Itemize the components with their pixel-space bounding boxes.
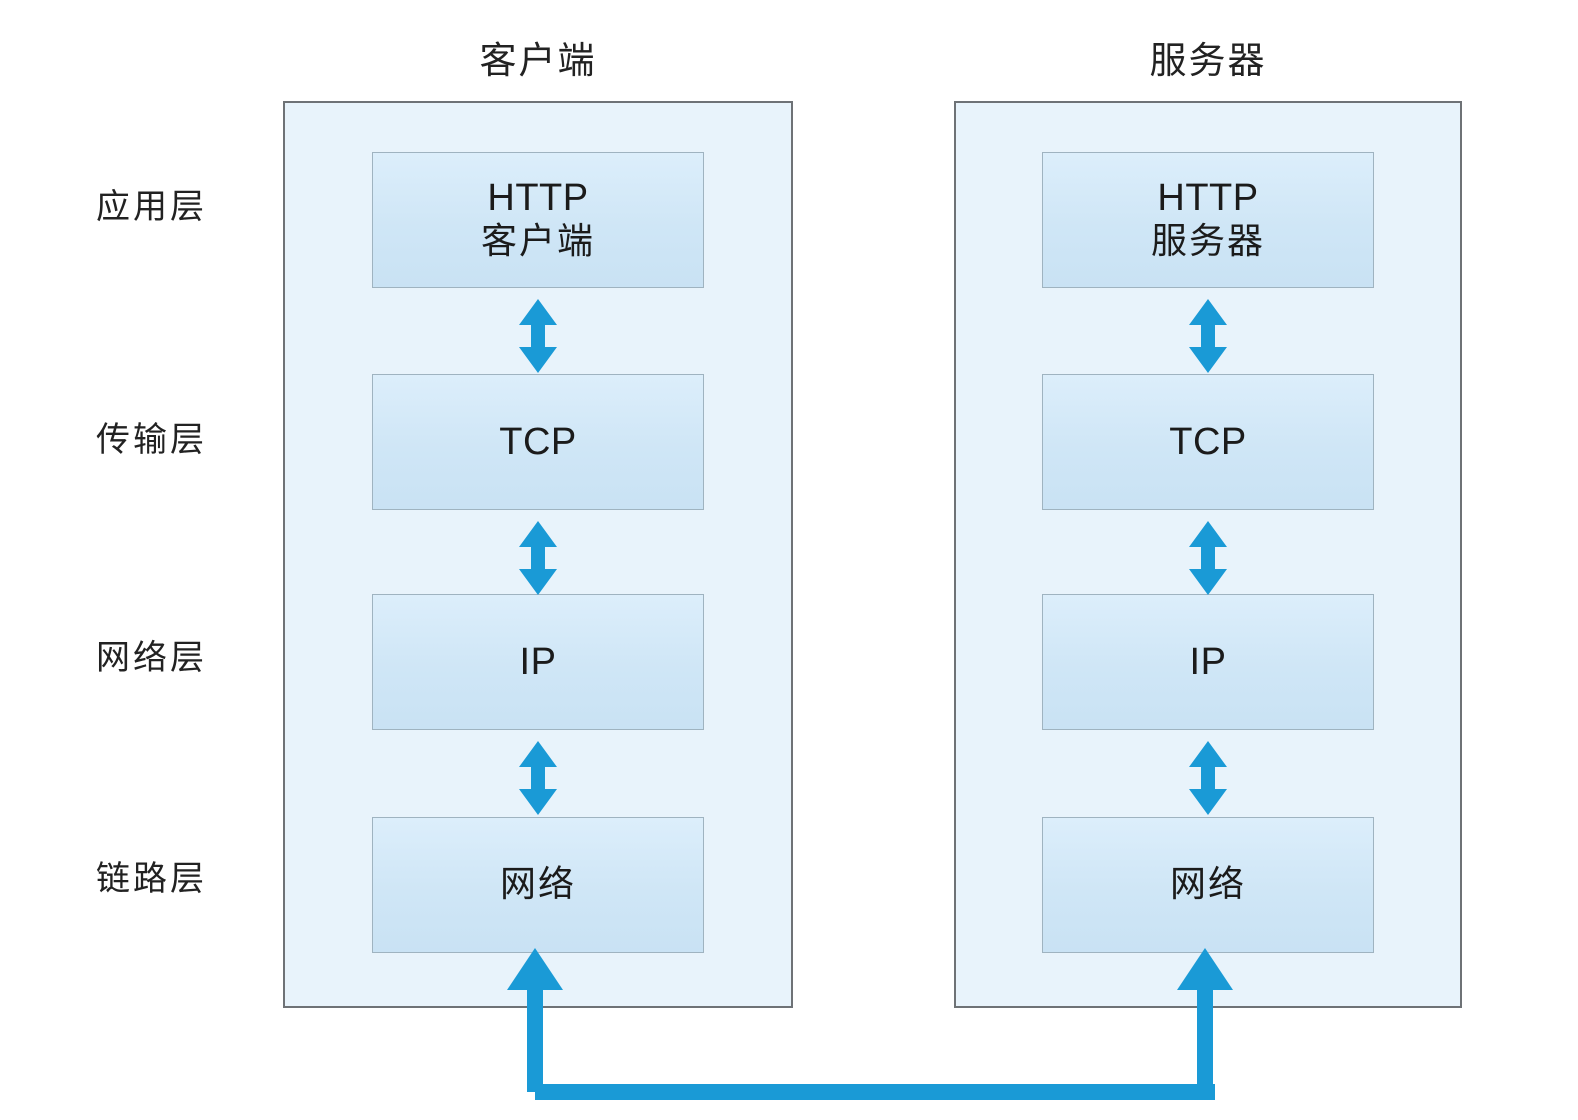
layer-label-network: 网络层 (96, 638, 207, 678)
layer-label-transport: 传输层 (96, 420, 207, 460)
protocol-box-client-network[interactable]: 网络 (372, 817, 712, 961)
protocol-box-line-en: TCP (1169, 420, 1247, 463)
layer-label-application: 应用层 (96, 187, 207, 227)
protocol-box-line-en: TCP (499, 420, 577, 463)
protocol-box-line-cn: 网络 (499, 864, 576, 906)
protocol-box-client-http[interactable]: HTTP 客户端 (372, 152, 712, 296)
protocol-box-server-tcp[interactable]: TCP (1042, 374, 1382, 518)
double-arrow-icon (519, 521, 557, 595)
protocol-box-client-tcp[interactable]: TCP (372, 374, 712, 518)
double-arrow-icon (1189, 299, 1227, 373)
protocol-box-client-ip[interactable]: IP (372, 594, 712, 738)
double-arrow-icon (519, 299, 557, 373)
protocol-box-line-en: HTTP (1157, 177, 1259, 220)
protocol-box-line-en: HTTP (487, 177, 589, 220)
column-title-server: 服务器 (1149, 39, 1267, 82)
double-arrow-icon (519, 741, 557, 815)
protocol-box-line-en: IP (1189, 640, 1227, 683)
network-link-connector (507, 948, 1233, 1100)
protocol-box-line-cn: 服务器 (1150, 220, 1265, 262)
protocol-box-server-network[interactable]: 网络 (1042, 817, 1382, 961)
protocol-box-line-cn: 网络 (1169, 864, 1246, 906)
protocol-box-line-en: IP (519, 640, 557, 683)
protocol-box-server-ip[interactable]: IP (1042, 594, 1382, 738)
layer-label-link: 链路层 (96, 859, 207, 899)
protocol-box-server-http[interactable]: HTTP 服务器 (1042, 152, 1382, 296)
double-arrow-icon (1189, 741, 1227, 815)
column-title-client: 客户端 (479, 39, 597, 82)
protocol-box-line-cn: 客户端 (480, 220, 595, 262)
double-arrow-icon (1189, 521, 1227, 595)
